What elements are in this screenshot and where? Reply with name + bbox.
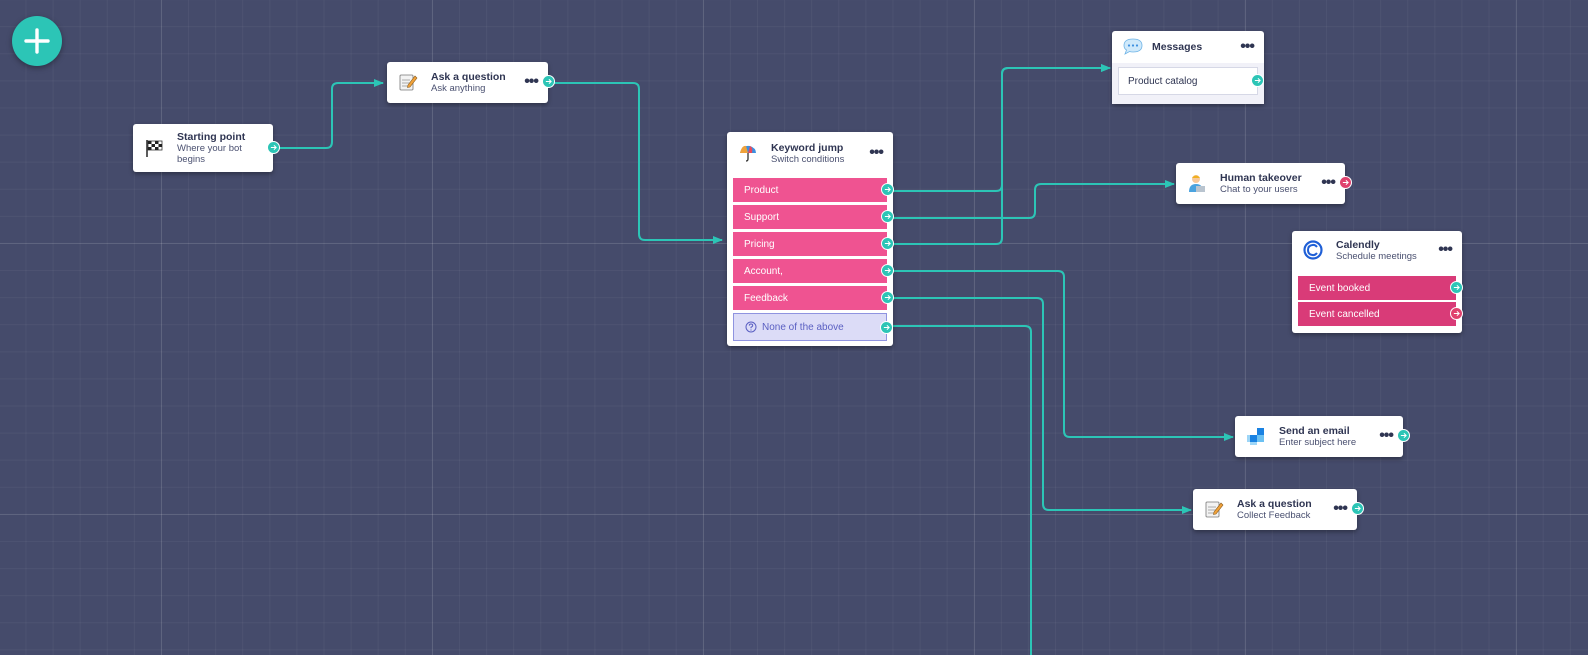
node-menu-button[interactable]: •••	[1379, 427, 1394, 444]
wire-pricing-to-messages	[886, 64, 1111, 245]
messages-node[interactable]: Messages ••• Product catalog	[1112, 31, 1264, 104]
arrow-right-icon	[545, 78, 552, 85]
event-label: Event cancelled	[1309, 308, 1380, 320]
node-title: Starting point	[177, 131, 246, 143]
keyword-branch-pricing[interactable]: Pricing	[733, 232, 894, 256]
ask-question-feedback-node[interactable]: Ask a question Collect Feedback •••	[1193, 489, 1364, 530]
wire-start-to-ask	[274, 79, 384, 149]
calendly-node[interactable]: Calendly Schedule meetings ••• Event boo…	[1292, 231, 1463, 333]
arrow-right-icon	[884, 213, 891, 220]
wire-support-to-human	[886, 180, 1175, 219]
arrow-right-icon	[884, 267, 891, 274]
wire-none-downward	[886, 325, 1032, 655]
starting-point-node[interactable]: Starting point Where your bot begins	[133, 124, 280, 172]
checkered-flag-icon	[143, 137, 165, 159]
keyword-jump-node[interactable]: Keyword jump Switch conditions ••• Produ…	[727, 132, 894, 346]
calendly-icon	[1302, 239, 1324, 261]
keyword-branch-account[interactable]: Account,	[733, 259, 894, 283]
calendly-event-booked[interactable]: Event booked	[1298, 276, 1463, 300]
arrow-right-icon	[1400, 432, 1407, 439]
node-menu-button[interactable]: •••	[1321, 174, 1336, 191]
node-title: Ask a question	[431, 70, 506, 83]
ask-question-node[interactable]: Ask a question Ask anything •••	[387, 62, 555, 103]
arrow-right-icon	[1453, 310, 1460, 317]
output-port[interactable]	[1450, 307, 1463, 320]
node-subtitle: Where your bot begins	[177, 143, 242, 165]
keyword-branch-feedback[interactable]: Feedback	[733, 286, 894, 310]
node-title: Keyword jump	[771, 141, 844, 154]
arrow-right-icon	[884, 294, 891, 301]
output-port[interactable]	[881, 291, 894, 304]
branch-label: Product	[744, 184, 779, 196]
node-subtitle: Switch conditions	[771, 153, 845, 165]
branch-label: Pricing	[744, 238, 775, 250]
output-port[interactable]	[880, 321, 893, 334]
calendly-event-cancelled[interactable]: Event cancelled	[1298, 302, 1463, 326]
arrow-right-icon	[883, 324, 890, 331]
notepad-pencil-icon	[397, 71, 419, 93]
branch-label: None of the above	[762, 321, 844, 333]
node-title: Calendly	[1336, 238, 1380, 251]
event-label: Event booked	[1309, 282, 1371, 294]
node-subtitle: Enter subject here	[1279, 436, 1357, 448]
output-port[interactable]	[1351, 502, 1364, 515]
node-title: Send an email	[1279, 424, 1350, 437]
node-subtitle: Schedule meetings	[1336, 250, 1417, 262]
output-port[interactable]	[1251, 74, 1264, 87]
output-port[interactable]	[881, 264, 894, 277]
arrow-right-icon	[1254, 77, 1261, 84]
agent-icon	[1186, 172, 1208, 194]
keyword-branch-none[interactable]: None of the above	[733, 313, 893, 341]
output-port[interactable]	[542, 75, 555, 88]
wire-product-to-messages	[886, 64, 1111, 192]
chat-bubble-icon	[1122, 36, 1144, 58]
node-title: Human takeover	[1220, 171, 1302, 184]
human-takeover-node[interactable]: Human takeover Chat to your users •••	[1176, 163, 1352, 204]
branch-label: Support	[744, 211, 780, 223]
email-blocks-icon	[1245, 425, 1267, 447]
plus-icon	[24, 28, 50, 54]
arrow-right-icon	[884, 240, 891, 247]
branch-label: Feedback	[744, 292, 788, 304]
notepad-pencil-icon	[1203, 498, 1225, 520]
send-email-node[interactable]: Send an email Enter subject here •••	[1235, 416, 1410, 457]
node-menu-button[interactable]: •••	[1438, 241, 1453, 258]
wire-ask-to-keyword	[547, 82, 723, 244]
keyword-branch-product[interactable]: Product	[733, 178, 894, 202]
keyword-branch-support[interactable]: Support	[733, 205, 894, 229]
output-port[interactable]	[267, 141, 280, 154]
umbrella-icon	[737, 142, 759, 164]
output-port[interactable]	[881, 237, 894, 250]
node-menu-button[interactable]: •••	[524, 73, 539, 90]
node-subtitle: Chat to your users	[1220, 183, 1298, 195]
node-subtitle: Ask anything	[431, 82, 486, 94]
output-port[interactable]	[881, 210, 894, 223]
output-port[interactable]	[1450, 281, 1463, 294]
node-menu-button[interactable]: •••	[1240, 38, 1255, 55]
output-port[interactable]	[1339, 176, 1352, 189]
message-item-product-catalog[interactable]: Product catalog	[1118, 67, 1264, 95]
output-port[interactable]	[881, 183, 894, 196]
node-menu-button[interactable]: •••	[869, 144, 884, 161]
arrow-right-icon	[1354, 505, 1361, 512]
arrow-right-icon	[884, 186, 891, 193]
arrow-right-icon	[1453, 284, 1460, 291]
node-title: Messages	[1152, 41, 1203, 53]
wire-feedback-to-ask	[886, 297, 1192, 514]
node-title: Ask a question	[1237, 497, 1312, 510]
message-item-label: Product catalog	[1128, 75, 1198, 87]
wire-account-to-email	[886, 270, 1234, 441]
arrow-right-icon	[1342, 179, 1349, 186]
add-node-button[interactable]	[12, 16, 62, 66]
node-menu-button[interactable]: •••	[1333, 500, 1348, 517]
node-subtitle: Collect Feedback	[1237, 509, 1311, 521]
arrow-right-icon	[270, 144, 277, 151]
branch-label: Account,	[744, 265, 783, 277]
output-port[interactable]	[1397, 429, 1410, 442]
question-circle-icon	[745, 321, 757, 333]
